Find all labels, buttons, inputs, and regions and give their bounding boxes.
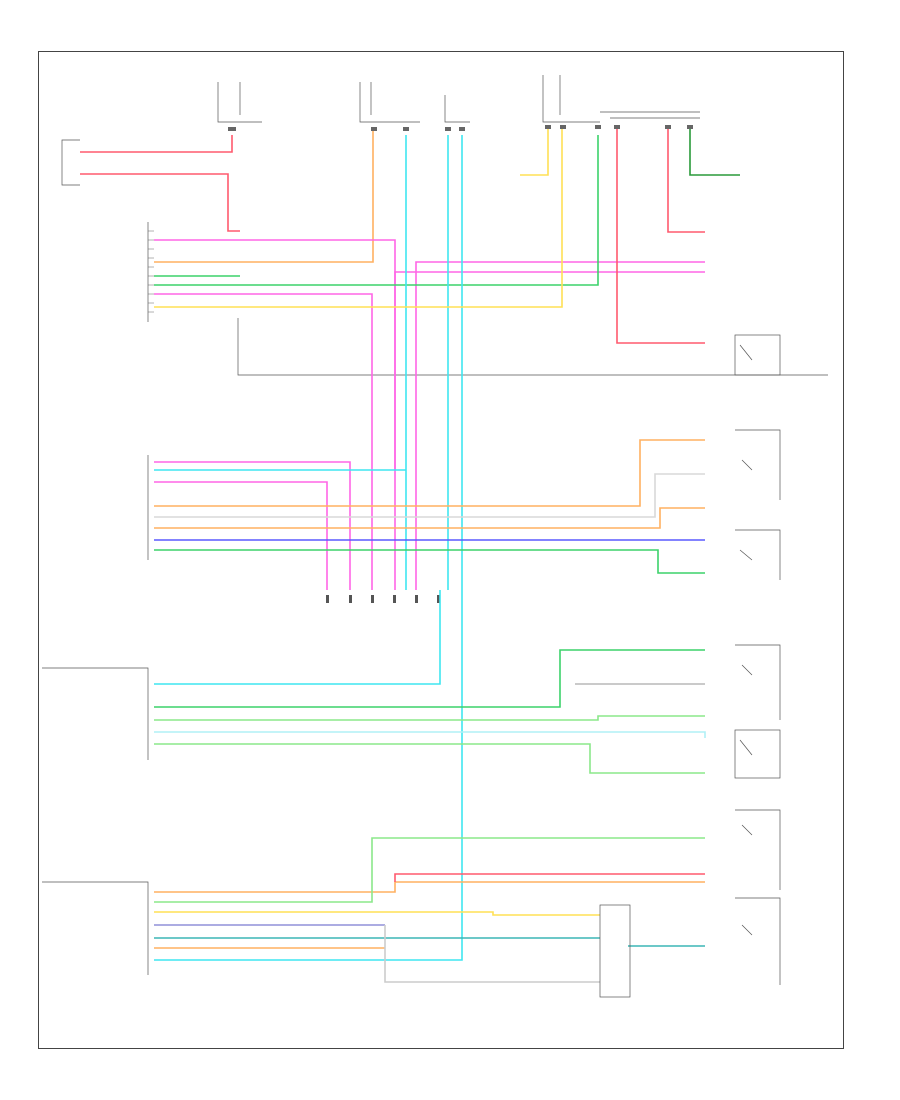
switch-6 (735, 809, 781, 985)
top-fuse-far-right (600, 111, 700, 119)
wire-red-3 (616, 128, 705, 344)
left-fuse-block (61, 139, 80, 186)
module-1-pins (148, 230, 154, 313)
switch-4 (735, 644, 781, 720)
control-module-4 (42, 881, 149, 975)
wire-lgreen-2 (154, 743, 705, 774)
wire-orange-3 (154, 507, 705, 529)
wire-cyan-5 (154, 590, 441, 685)
switch-3 (735, 529, 781, 580)
wire-gray-3 (384, 925, 600, 983)
wire-pink-5 (154, 461, 351, 590)
wire-red-2 (80, 173, 240, 232)
wire-cyan-3 (154, 135, 463, 961)
wire-orange-4 (154, 881, 705, 893)
wire-pink-1 (154, 239, 396, 470)
wire-yellow-3 (154, 911, 600, 916)
wire-yellow-1 (520, 128, 549, 176)
wire-orange-1 (154, 130, 374, 263)
wire-orange-2 (154, 439, 705, 507)
wire-green-4 (154, 649, 705, 708)
switch-5 (734, 729, 781, 779)
wire-red-1 (80, 135, 233, 153)
wire-red-4 (667, 128, 705, 233)
wire-yellow-2 (154, 128, 563, 308)
wire-pink-4 (394, 271, 705, 590)
top-fuse-left (217, 82, 262, 123)
switch-2 (735, 429, 781, 500)
bottom-junction (599, 904, 631, 998)
wire-green-3 (154, 549, 705, 574)
wire-pink-6 (154, 481, 328, 590)
wire-lgreen-3 (154, 837, 705, 903)
wire-dkgreen-1 (689, 128, 740, 176)
control-module-1 (147, 222, 828, 376)
switch-1 (734, 334, 781, 376)
wire-pink-3 (415, 261, 705, 590)
diagram-frame (38, 51, 844, 1049)
control-module-3 (42, 667, 149, 760)
adapter-connector (326, 595, 440, 603)
wire-gray-1 (154, 473, 705, 518)
wire-cyan-6 (154, 731, 706, 738)
wire-lgreen-1 (154, 715, 705, 721)
top-fuse-mid (359, 82, 420, 123)
wire-pink-2 (154, 293, 373, 590)
wire-red-5 (394, 873, 705, 882)
wire-green-1 (154, 135, 599, 286)
terminal-markers (228, 125, 693, 131)
wires (80, 128, 740, 983)
top-fuse-mid2 (444, 95, 470, 123)
top-fuse-right (542, 75, 600, 123)
